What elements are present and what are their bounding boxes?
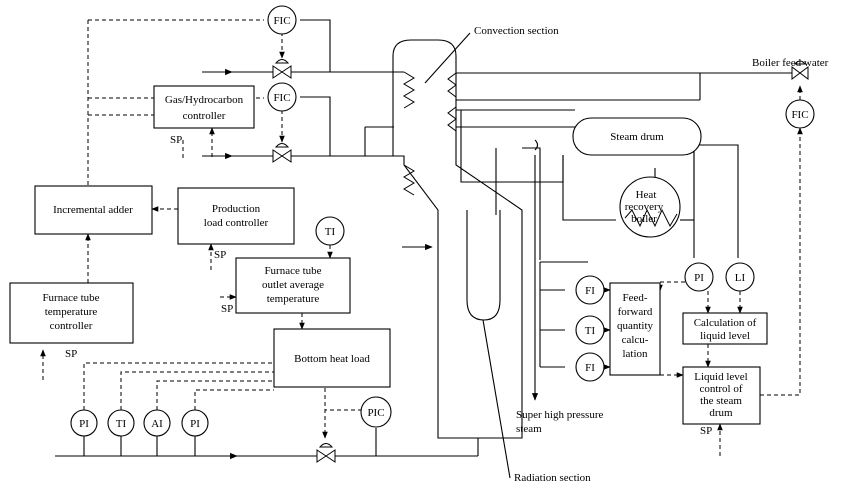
pi-drum-label: PI (694, 272, 704, 284)
label-boiler-feed: Boiler feed water (752, 57, 829, 69)
box-liquid-level-control: Liquid level control of the steam drum (682, 366, 761, 425)
heat-recovery-label-1: Heat (636, 189, 657, 201)
box-calc-liquid-level: Calculation of liquid level (682, 312, 768, 345)
bottom-heat-load-label: Bottom heat load (294, 353, 370, 365)
sp-temperature: SP (65, 348, 77, 360)
box-feed-forward: Feed- forward quantity calcu- lation (609, 282, 661, 376)
box-furnace-temp-controller: Furnace tube temperature controller (9, 282, 134, 344)
fic-mid-label: FIC (273, 92, 290, 104)
feed-forward-line-2: forward (618, 306, 653, 318)
production-load-line-1: Production (212, 203, 261, 215)
ti-top-label: TI (325, 226, 336, 238)
furnace-outlet-line-2: outlet average (262, 279, 324, 291)
instrument-li-drum: LI (725, 262, 755, 292)
box-furnace-outlet: Furnace tube outlet average temperature (235, 257, 351, 314)
box-bottom-heat-load: Bottom heat load (273, 328, 391, 388)
sp-level: SP (700, 425, 712, 437)
label-radiation: Radiation section (514, 472, 591, 484)
furnace-temp-line-2: temperature (45, 306, 98, 318)
incremental-adder-label: Incremental adder (53, 204, 133, 216)
instrument-fic-right: FIC (785, 99, 815, 129)
valve-bottom (316, 443, 336, 463)
gas-controller-line-2: controller (183, 110, 226, 122)
valve-boiler-feed (791, 60, 809, 80)
feed-forward-line-3: quantity (617, 320, 654, 332)
instrument-ai: AI (143, 409, 171, 437)
feed-forward-line-5: lation (622, 348, 648, 360)
valve-top (272, 59, 292, 79)
steam-drum: Steam drum (572, 117, 702, 156)
feed-forward-line-1: Feed- (622, 292, 647, 304)
gas-controller-line-1: Gas/Hydrocarbon (165, 94, 244, 106)
liquid-control-line-4: drum (709, 407, 733, 419)
calc-liquid-line-1: Calculation of (694, 317, 757, 329)
sp-production: SP (214, 249, 226, 261)
instrument-fi-2: FI (575, 352, 605, 382)
furnace-temp-line-1: Furnace tube (42, 292, 99, 304)
production-load-line-2: load controller (204, 217, 269, 229)
instrument-fic-top: FIC (267, 5, 297, 35)
instrument-ti-mid: TI (575, 315, 605, 345)
instrument-pi-1: PI (70, 409, 98, 437)
instrument-ti-top: TI (315, 216, 345, 246)
feed-forward-line-4: calcu- (622, 334, 649, 346)
fic-top-label: FIC (273, 15, 290, 27)
instrument-pi-drum: PI (684, 262, 714, 292)
pi-1-label: PI (79, 418, 89, 430)
pic-label: PIC (367, 407, 384, 419)
liquid-control-line-1: Liquid level (694, 371, 747, 383)
pi-2-label: PI (190, 418, 200, 430)
furnace-outlet-line-3: temperature (267, 293, 320, 305)
ti-bottom-label: TI (116, 418, 127, 430)
steam-drum-label: Steam drum (610, 131, 664, 143)
liquid-control-line-3: the steam (700, 395, 742, 407)
valve-middle (272, 143, 292, 163)
label-convection: Convection section (474, 25, 559, 37)
sp-outlet: SP (221, 303, 233, 315)
sp-gas: SP (170, 134, 182, 146)
label-super-steam-2: steam (516, 423, 542, 435)
instrument-pi-2: PI (181, 409, 209, 437)
ti-mid-label: TI (585, 325, 596, 337)
control-valves (272, 59, 809, 463)
instrument-fic-mid: FIC (267, 82, 297, 112)
heat-recovery-label-2: recovery (625, 201, 664, 213)
instrument-fi-1: FI (575, 275, 605, 305)
ai-label: AI (151, 418, 163, 430)
box-incremental-adder: Incremental adder (34, 185, 153, 235)
process-piping (55, 19, 808, 460)
calc-liquid-line-2: liquid level (700, 330, 750, 342)
box-gas-controller: Gas/Hydrocarbon controller (153, 85, 255, 129)
fi-2-label: FI (585, 362, 595, 374)
heat-recovery-label-3: boiler (631, 213, 657, 225)
fic-right-label: FIC (791, 109, 808, 121)
instrument-ti-bottom: TI (107, 409, 135, 437)
box-production-load: Production load controller (177, 187, 295, 245)
li-drum-label: LI (735, 272, 746, 284)
fi-1-label: FI (585, 285, 595, 297)
label-super-steam-1: Super high pressure (516, 409, 603, 421)
furnace-outlet-line-1: Furnace tube (264, 265, 321, 277)
heat-recovery-boiler: Heat recovery boiler (619, 176, 681, 238)
instrument-pic: PIC (360, 396, 392, 428)
furnace-temp-line-3: controller (50, 320, 93, 332)
liquid-control-line-2: control of (699, 383, 742, 395)
